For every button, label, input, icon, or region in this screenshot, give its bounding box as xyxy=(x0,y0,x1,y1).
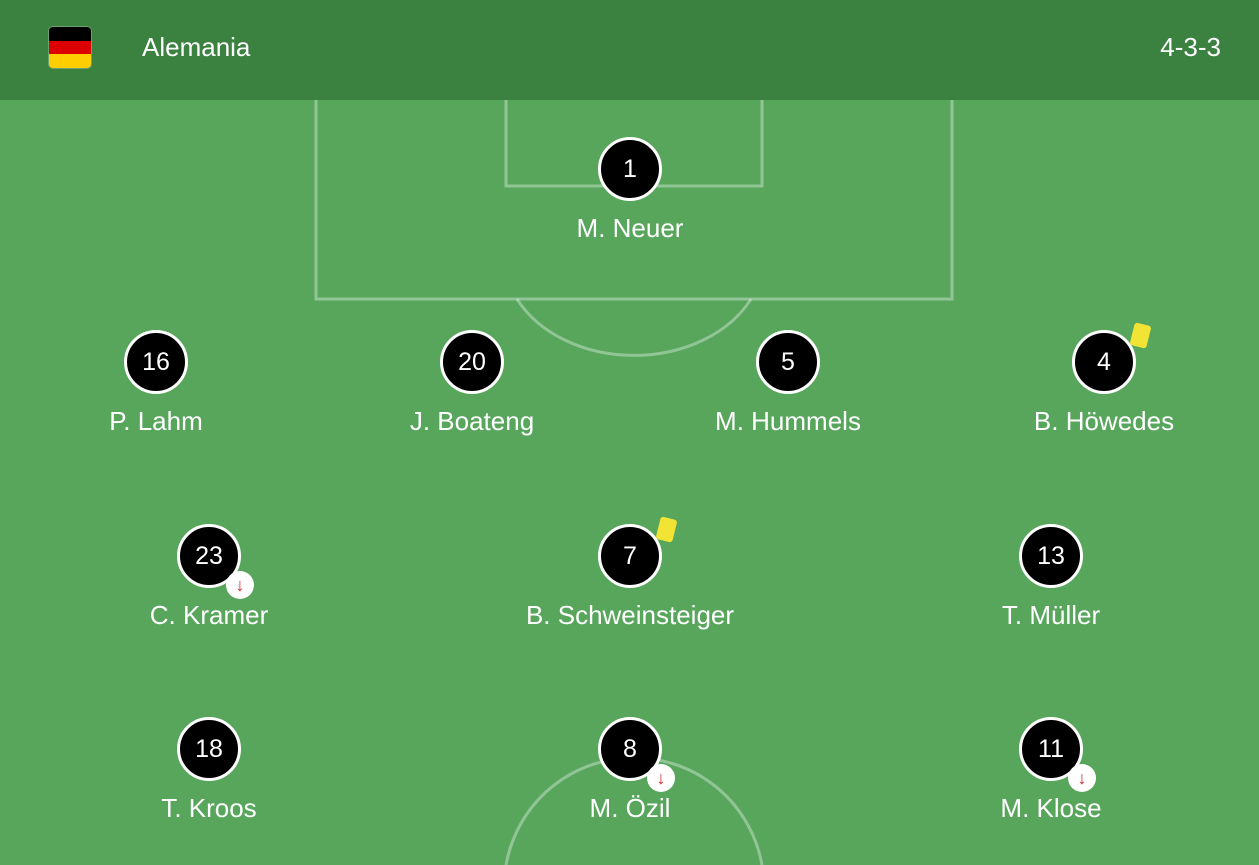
player-number: 20 xyxy=(458,347,486,376)
player-number-badge: 11 ↓ xyxy=(1019,717,1096,792)
player-number: 5 xyxy=(781,347,795,376)
player-name: T. Müller xyxy=(1001,600,1101,630)
player-8[interactable]: 8 ↓ M. Özil xyxy=(500,717,760,823)
player-23[interactable]: 23 ↓ C. Kramer xyxy=(79,524,339,630)
player-number-badge: 8 ↓ xyxy=(598,717,675,792)
player-name: T. Kroos xyxy=(161,793,257,823)
germany-flag-icon xyxy=(49,27,91,68)
player-number: 11 xyxy=(1038,734,1064,763)
substitution-out-icon: ↓ xyxy=(226,571,254,599)
player-name: C. Kramer xyxy=(149,600,269,630)
player-name: P. Lahm xyxy=(109,406,203,436)
player-13[interactable]: 13 T. Müller xyxy=(921,524,1181,630)
player-4[interactable]: 4 B. Höwedes xyxy=(974,322,1234,436)
player-20[interactable]: 20 J. Boateng xyxy=(342,330,602,436)
player-1[interactable]: 1 M. Neuer xyxy=(500,137,760,243)
player-number-badge: 7 xyxy=(598,516,678,588)
player-number-badge: 4 xyxy=(1072,322,1152,394)
player-18[interactable]: 18 T. Kroos xyxy=(79,717,339,823)
player-number-badge: 1 xyxy=(598,137,662,201)
player-number: 18 xyxy=(195,734,223,763)
penalty-arc xyxy=(515,298,753,357)
player-number-badge: 18 xyxy=(177,717,241,781)
player-number: 7 xyxy=(623,541,637,570)
player-number: 16 xyxy=(142,347,170,376)
formation-label: 4-3-3 xyxy=(1160,32,1221,62)
player-5[interactable]: 5 M. Hummels xyxy=(658,330,918,436)
player-name: M. Klose xyxy=(1000,793,1102,823)
player-name: J. Boateng xyxy=(409,406,535,436)
player-number: 8 xyxy=(623,734,637,763)
player-name: B. Schweinsteiger xyxy=(525,600,735,630)
player-number-badge: 5 xyxy=(756,330,820,394)
player-name: B. Höwedes xyxy=(1033,406,1175,436)
pitch-markings xyxy=(314,100,954,865)
penalty-area xyxy=(314,100,954,301)
player-number-badge: 23 ↓ xyxy=(177,524,254,599)
player-name: M. Neuer xyxy=(576,213,684,243)
team-name[interactable]: Alemania xyxy=(142,32,251,62)
pitch: 1 M. Neuer 16 P. Lahm 20 J. Boateng 5 M.… xyxy=(0,100,1259,865)
player-number: 13 xyxy=(1037,541,1065,570)
player-number: 1 xyxy=(623,154,637,183)
player-name: M. Hummels xyxy=(715,406,861,436)
player-number-badge: 20 xyxy=(440,330,504,394)
player-name: M. Özil xyxy=(589,793,671,823)
player-number: 23 xyxy=(195,541,223,570)
substitution-out-icon: ↓ xyxy=(647,764,675,792)
player-16[interactable]: 16 P. Lahm xyxy=(26,330,286,436)
player-number-badge: 13 xyxy=(1019,524,1083,588)
player-number: 4 xyxy=(1097,347,1111,376)
player-number-badge: 16 xyxy=(124,330,188,394)
player-11[interactable]: 11 ↓ M. Klose xyxy=(921,717,1181,823)
substitution-out-icon: ↓ xyxy=(1068,764,1096,792)
team-header: Alemania 4-3-3 xyxy=(0,0,1259,100)
player-7[interactable]: 7 B. Schweinsteiger xyxy=(500,516,760,630)
